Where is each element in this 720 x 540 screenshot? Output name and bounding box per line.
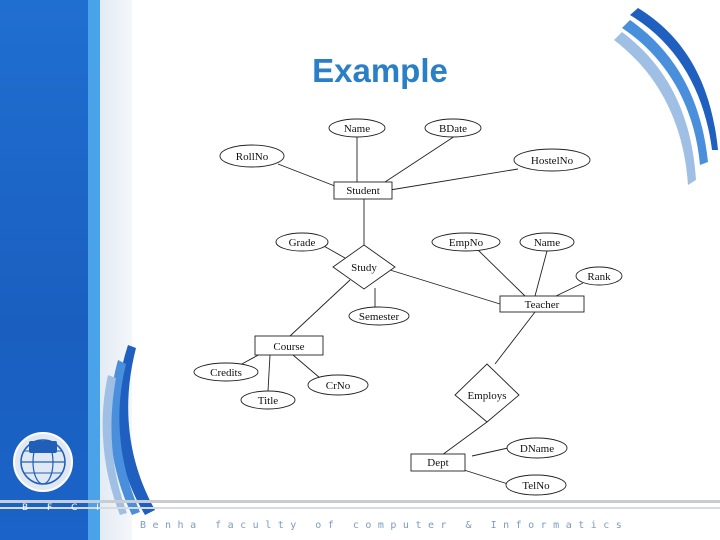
svg-text:Teacher: Teacher [525,299,560,311]
svg-text:Grade: Grade [289,237,316,249]
entity-teacher: Teacher [499,295,585,313]
relationship-employs: Employs [454,363,520,423]
attribute-rank: Rank [575,266,623,286]
footer-acronym: B F C I [22,503,107,513]
svg-text:EmpNo: EmpNo [449,237,484,249]
attribute-bdate: BDate [424,118,482,138]
attribute-teacher-name: Name [519,232,575,252]
sidebar-stripe [88,0,100,540]
svg-text:Student: Student [346,185,380,197]
footer-faculty-name: Benha faculty of computer & Informatics [140,520,629,531]
svg-text:BDate: BDate [439,123,467,135]
attribute-credits: Credits [193,362,259,382]
svg-text:Employs: Employs [467,390,506,402]
attribute-dname: DName [506,437,568,459]
svg-text:Rank: Rank [587,271,611,283]
faculty-logo [13,432,73,492]
svg-text:Title: Title [258,395,279,407]
decorative-swoosh-top [614,8,718,185]
attribute-rollno: RollNo [219,144,285,168]
svg-text:Course: Course [273,341,304,353]
svg-text:TelNo: TelNo [522,480,550,492]
attribute-student-name: Name [328,118,386,138]
attribute-grade: Grade [275,232,329,252]
slide-title: Example [312,52,448,89]
relationship-study: Study [332,244,396,290]
attribute-hostelno: HostelNo [513,148,591,172]
footer-rule-secondary [0,507,720,509]
svg-text:Name: Name [534,237,560,249]
attribute-empno: EmpNo [431,232,501,252]
svg-text:Name: Name [344,123,370,135]
entity-course: Course [254,335,324,356]
svg-text:DName: DName [520,443,554,455]
er-diagram-panel: Student Teacher Course Dept Study Employ… [192,118,624,498]
svg-text:Semester: Semester [359,311,400,323]
entity-student: Student [333,181,393,200]
attribute-title: Title [240,390,296,410]
entity-dept: Dept [410,453,466,472]
svg-text:HostelNo: HostelNo [531,155,574,167]
attribute-telno: TelNo [505,474,567,496]
er-diagram: Student Teacher Course Dept Study Employ… [193,118,623,496]
attribute-crno: CrNo [307,374,369,396]
footer-rule [0,500,720,503]
svg-text:Credits: Credits [210,367,242,379]
svg-text:Study: Study [351,262,377,274]
connector-lines [239,135,584,485]
decorative-swoosh-bottom [102,345,155,515]
attribute-semester: Semester [348,306,410,326]
svg-text:RollNo: RollNo [236,151,269,163]
svg-text:Dept: Dept [427,457,448,469]
svg-text:CrNo: CrNo [326,380,351,392]
